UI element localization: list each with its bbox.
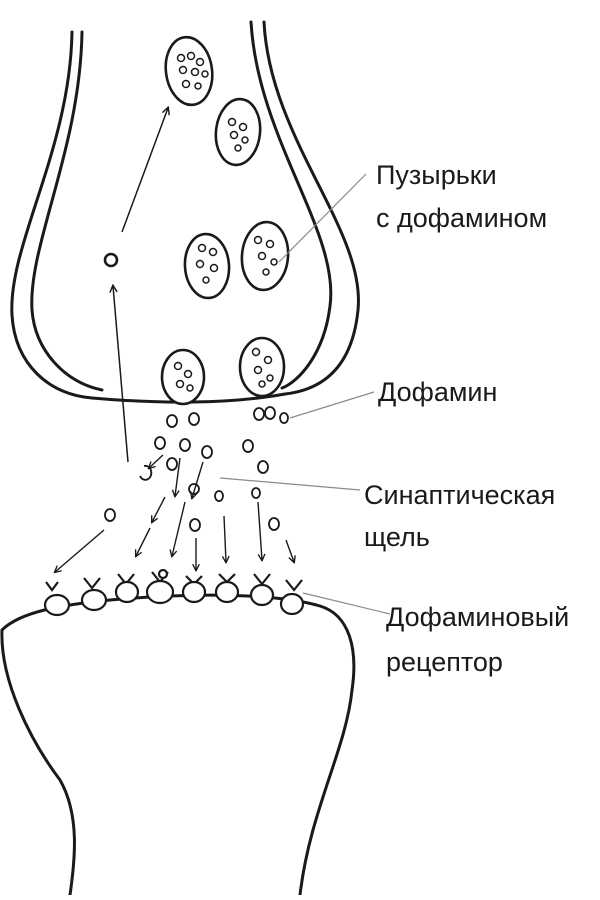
- label-receptor-line2: рецептор: [386, 647, 503, 677]
- vesicle: [214, 97, 262, 167]
- reuptaken-dopamine: [103, 252, 119, 268]
- vesicle: [164, 35, 214, 107]
- receptor: [279, 579, 305, 616]
- vesicle: [183, 232, 231, 300]
- vesicles: [160, 35, 290, 406]
- presynaptic-inner-right: [249, 20, 333, 390]
- recycle-arrow: [121, 108, 168, 233]
- diffusion-arrows: [55, 454, 294, 572]
- pointer-cleft: [219, 477, 361, 491]
- postsynaptic-dendrite: [0, 593, 356, 897]
- reuptake-path: [103, 108, 168, 463]
- receptor: [249, 573, 275, 607]
- label-receptor-line1: Дофаминовый: [386, 602, 570, 632]
- label-pointers: [219, 173, 391, 615]
- vesicle: [238, 336, 286, 398]
- receptor: [80, 577, 108, 612]
- vesicle-contents: [173, 51, 278, 392]
- receptor: [181, 575, 207, 604]
- receptor: [114, 573, 140, 604]
- postsynaptic-left-side: [0, 628, 76, 897]
- label-vesicles-line1: Пузырьки: [376, 160, 497, 190]
- presynaptic-outer-left: [10, 30, 94, 400]
- label-cleft-line2: щель: [364, 522, 430, 552]
- receptors: [43, 568, 305, 617]
- vesicle: [160, 348, 206, 406]
- presynaptic-inner-left: [30, 30, 104, 392]
- receptor: [214, 573, 240, 604]
- postsynaptic-right-side: [298, 688, 354, 897]
- pointer-vesicles: [278, 173, 367, 263]
- receptor: [43, 581, 71, 617]
- receptor: [145, 568, 175, 605]
- pointer-receptor: [302, 592, 391, 615]
- label-cleft-line1: Синаптическая: [364, 480, 556, 510]
- reuptake-arrow: [113, 286, 129, 463]
- pointer-dopamine: [289, 391, 375, 419]
- presynaptic-outer-right: [262, 20, 360, 396]
- cleft-dopamine: [104, 406, 289, 532]
- label-vesicles-line2: с дофамином: [376, 203, 548, 233]
- label-dopamine: Дофамин: [378, 377, 498, 407]
